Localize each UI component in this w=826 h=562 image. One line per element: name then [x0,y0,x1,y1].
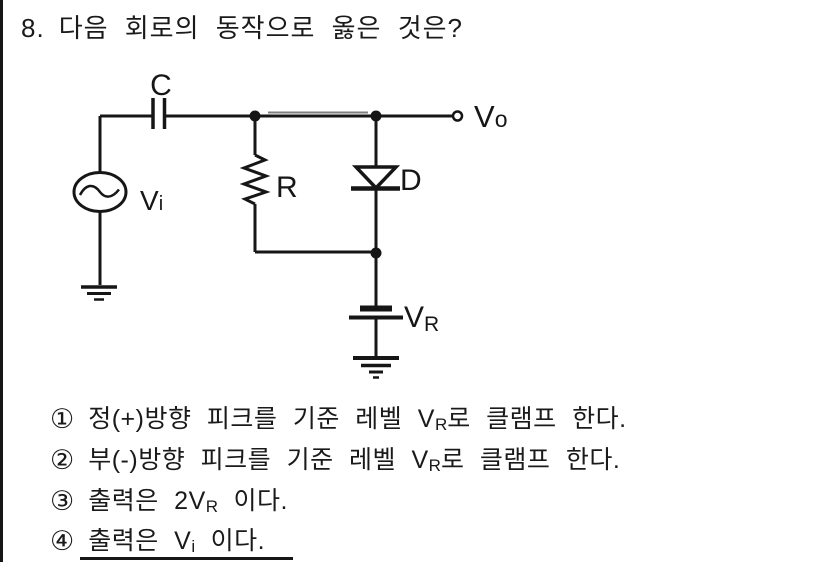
choice-1: ① 정(+)방향 피크를 기준 레벨 VR로 클램프 한다. [50,405,627,434]
choice-3-text: 출력은 2VR 이다. [88,487,288,516]
ground-symbol-right [353,356,399,379]
scan-bottom-edge-line [80,557,293,560]
scan-left-border [0,0,3,562]
choice-1-number: ① [50,404,75,434]
diode-label: D [400,164,422,197]
question-text: 다음 회로의 동작으로 옳은 것은? [58,13,464,43]
choice-4-subscript: i [191,537,196,557]
choice-2: ② 부(-)방향 피크를 기준 레벨 VR로 클램프 한다. [50,446,620,475]
choice-3-subscript: R [205,497,219,517]
choice-3-text-post: 이다. [218,487,288,515]
choice-4-text: 출력은 Vi 이다. [88,527,265,556]
capacitor-label: C [150,69,172,102]
question-title: 8. 다음 회로의 동작으로 옳은 것은? [21,13,463,43]
choice-4-number: ④ [50,526,75,556]
choice-4-text-post: 이다. [195,527,266,555]
choice-1-subscript: R [434,415,448,435]
choice-1-text-pre: 정(+)방향 피크를 기준 레벨 V [88,405,435,433]
choice-3-text-pre: 출력은 2V [88,487,206,515]
ac-source-symbol [72,171,128,213]
choice-2-subscript: R [428,456,441,476]
choice-2-text: 부(-)방향 피크를 기준 레벨 VR로 클램프 한다. [88,446,620,475]
circuit-wires [98,111,452,357]
sine-wave-icon [78,184,120,198]
resistor-symbol [239,153,271,206]
choice-1-text: 정(+)방향 피크를 기준 레벨 VR로 클램프 한다. [88,405,626,434]
choice-1-text-post: 로 클램프 한다. [447,405,627,433]
ground-symbol-left [81,285,117,301]
choice-2-text-pre: 부(-)방향 피크를 기준 레벨 V [88,446,429,474]
choice-2-number: ② [50,445,75,475]
junction-dots [249,110,382,259]
choice-4: ④ 출력은 Vi 이다. [50,527,265,556]
battery-symbol [349,305,403,320]
output-label: Vo [474,99,507,134]
reference-label: VR [404,301,439,336]
diode-symbol [351,165,401,191]
output-terminal [451,110,464,122]
question-number: 8. [21,13,45,43]
resistor-label: R [276,171,298,204]
choice-3-number: ③ [50,486,75,516]
source-label: Vi [140,185,163,216]
capacitor-symbol [151,98,167,129]
choice-2-text-post: 로 클램프 한다. [440,446,621,474]
choice-3: ③ 출력은 2VR 이다. [50,487,288,516]
choice-4-text-pre: 출력은 V [88,527,192,555]
